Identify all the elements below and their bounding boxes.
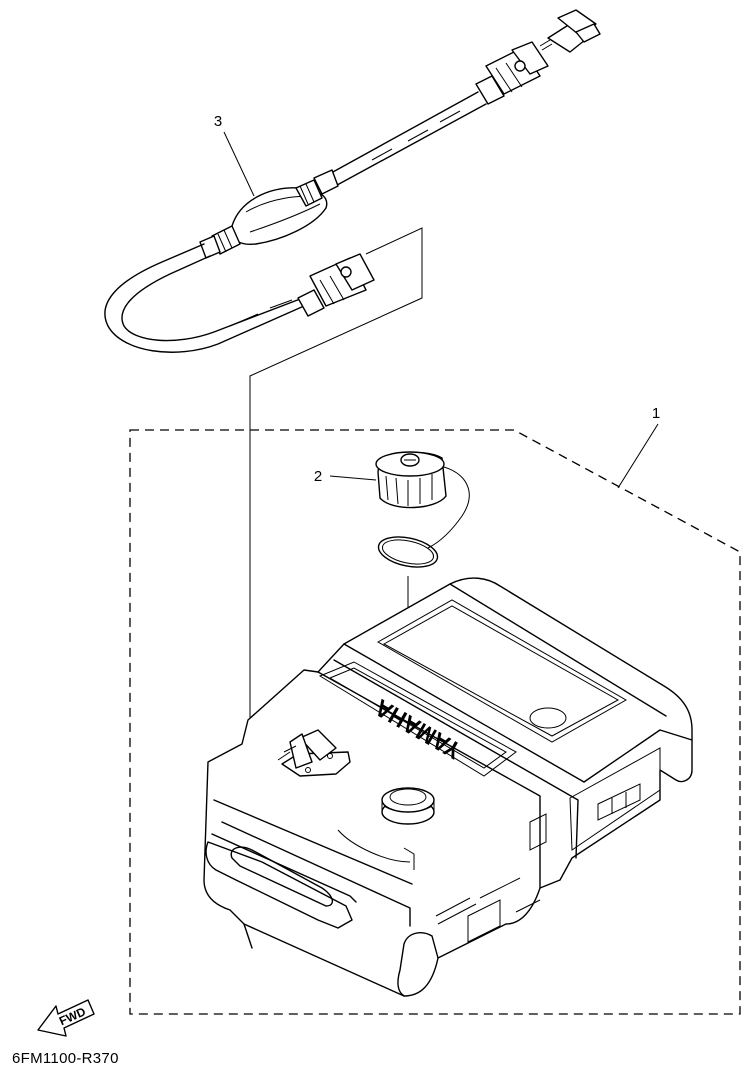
filler-neck bbox=[381, 787, 435, 825]
fuel-tank: YAMAHA bbox=[203, 577, 693, 997]
assembly-boundary bbox=[129, 429, 741, 1015]
callout-3-number: 3 bbox=[214, 113, 222, 130]
tank-handle bbox=[205, 841, 353, 929]
callout-3: 3 bbox=[214, 113, 255, 197]
tank-fuel-fitting bbox=[277, 729, 351, 777]
upper-hose-connector bbox=[475, 41, 549, 105]
lower-hose-connector bbox=[297, 253, 375, 317]
diagram-code: 6FM1100-R370 bbox=[12, 1050, 119, 1067]
callout-1-number: 1 bbox=[652, 405, 660, 422]
callout-2-number: 2 bbox=[314, 468, 322, 485]
engine-fitting bbox=[539, 9, 601, 53]
tank-side-label bbox=[569, 747, 661, 851]
fuel-line-assembly bbox=[104, 9, 601, 771]
callout-1: 1 bbox=[617, 405, 660, 489]
fwd-arrow-icon: FWD bbox=[37, 999, 95, 1037]
fuel-tank-cap bbox=[375, 451, 470, 568]
callout-2: 2 bbox=[314, 468, 377, 485]
primer-bulb bbox=[199, 169, 339, 259]
